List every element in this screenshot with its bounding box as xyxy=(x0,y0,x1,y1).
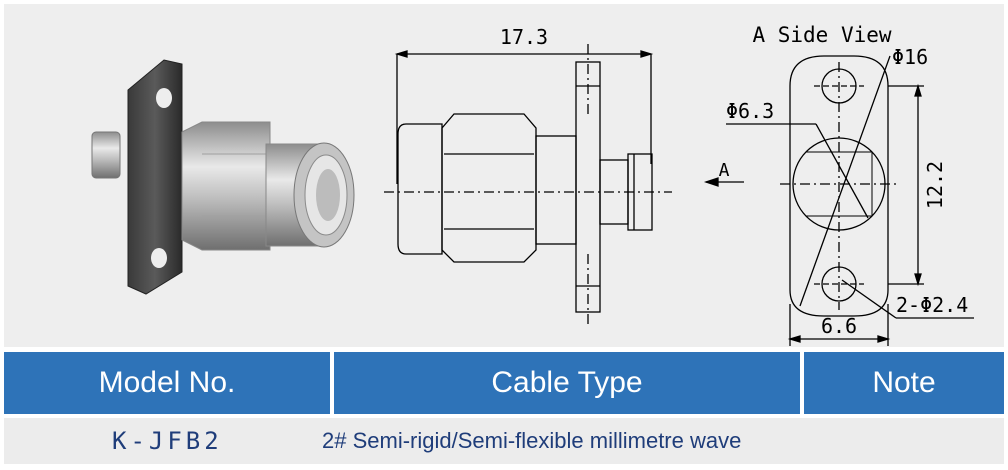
dim-connector-dia-label: Φ6.3 xyxy=(726,99,774,123)
header-cable-type: Cable Type xyxy=(334,352,800,414)
table-row: K-JFB2 2# Semi-rigid/Semi-flexible milli… xyxy=(4,418,1004,464)
view-arrow-label: A xyxy=(719,160,730,181)
connector-3d-render xyxy=(91,59,355,295)
side-view-title: A Side View xyxy=(752,23,891,47)
technical-drawing-panel: 17.3 A Side View Φ16 Φ6.3 12.2 2-Φ2.4 6.… xyxy=(4,4,1004,347)
dim-flange-dia-label: Φ16 xyxy=(892,45,928,69)
dim-width-label: 6.6 xyxy=(821,314,857,338)
header-note: Note xyxy=(804,352,1004,414)
dim-holes-label: 2-Φ2.4 xyxy=(896,293,968,317)
cell-cable-type: 2# Semi-rigid/Semi-flexible millimetre w… xyxy=(322,428,742,453)
drawing-svg: 17.3 A Side View Φ16 Φ6.3 12.2 2-Φ2.4 6.… xyxy=(91,23,974,346)
dim-hole-spacing-label: 12.2 xyxy=(923,161,947,209)
cell-model: K-JFB2 xyxy=(112,427,223,455)
spec-table: Model No. Cable Type Note K-JFB2 2# Semi… xyxy=(4,352,1004,466)
connector-side-drawing xyxy=(384,44,744,324)
header-model-no: Model No. xyxy=(4,352,330,414)
dim-length-label: 17.3 xyxy=(500,25,548,49)
connector-end-view xyxy=(726,55,974,346)
